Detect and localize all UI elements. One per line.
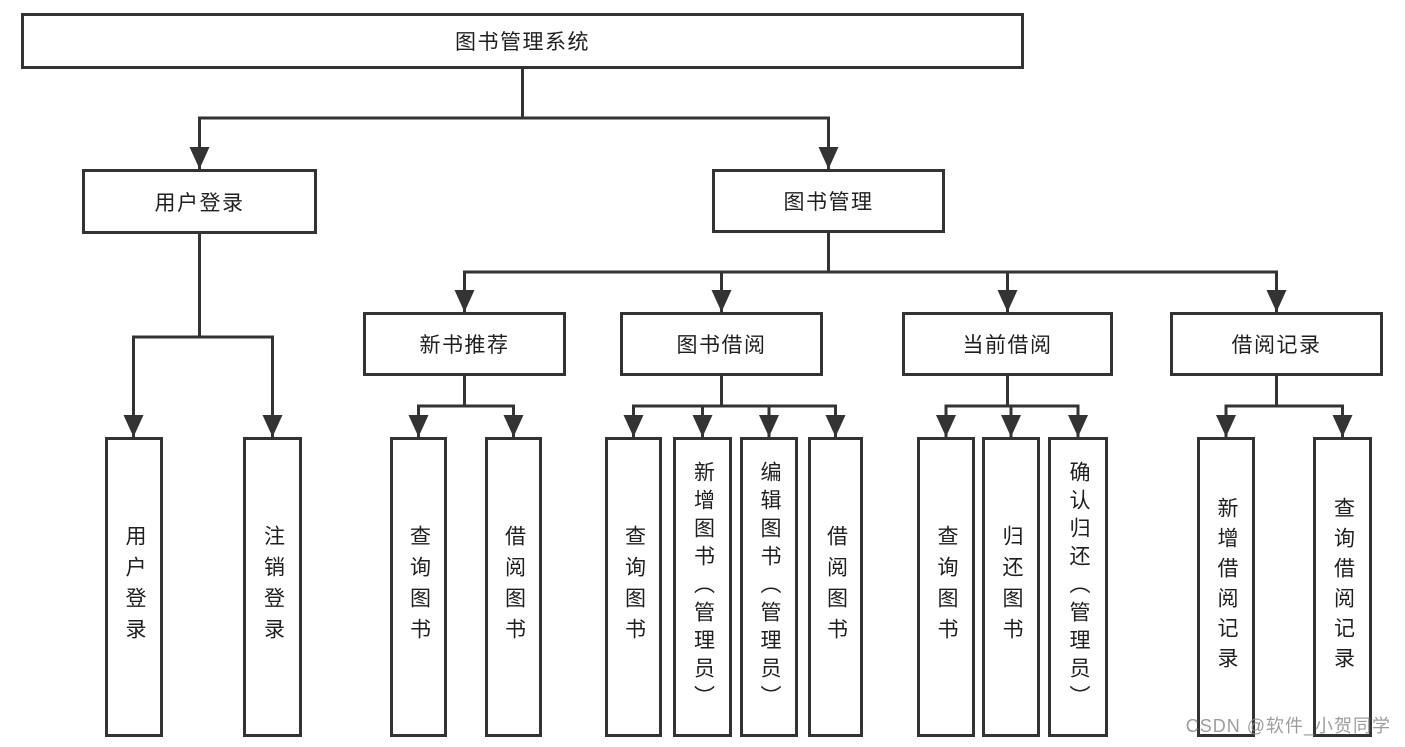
connector-book-management-fork [454,231,1287,313]
leaf-records-add-record: 新增借阅记录 [1197,437,1255,737]
node-current-borrowing: 当前借阅 [902,312,1113,376]
node-borrowing-records: 借阅记录 [1170,312,1383,376]
connector-book-borrowing-fork [623,374,846,438]
leaf-label: 新增借阅记录 [1215,497,1238,677]
connector-current-borrowing-fork [936,374,1088,438]
leaf-label: 编辑图书（管理员） [758,461,781,713]
leaf-user-login: 用户登录 [105,437,163,737]
node-label: 新书推荐 [419,334,510,357]
csdn-watermark: CSDN @软件_小贺同学 [1185,716,1391,736]
node-root-system: 图书管理系统 [21,13,1024,69]
node-book-management: 图书管理 [712,169,945,233]
leaf-label: 查询图书 [622,525,646,649]
leaf-label: 新增图书（管理员） [691,461,715,713]
connector-new-book-fork [408,374,524,438]
leaf-borrowing-add-books-admin: 新增图书（管理员） [673,437,732,737]
leaf-current-confirm-return-admin: 确认归还（管理员） [1048,437,1108,737]
connector-user-login-fork [123,232,283,438]
leaf-current-return-books: 归还图书 [982,437,1040,737]
node-new-book-recommend: 新书推荐 [363,312,566,376]
node-label: 借阅记录 [1231,334,1322,357]
leaf-records-query-record: 查询借阅记录 [1313,437,1372,737]
node-label: 用户登录 [154,191,245,215]
leaf-borrowing-query-books: 查询图书 [605,437,662,737]
leaf-label: 注销登录 [261,525,285,649]
leaf-current-query-books: 查询图书 [917,437,975,737]
leaf-label: 查询借阅记录 [1331,497,1355,677]
node-user-login: 用户登录 [82,169,317,234]
leaf-label: 归还图书 [1000,525,1023,649]
node-book-borrowing: 图书借阅 [620,312,823,376]
node-label: 图书管理系统 [455,31,590,54]
node-label: 图书管理 [783,191,874,214]
leaf-borrowing-borrow-books: 借阅图书 [808,437,863,737]
leaf-label: 查询图书 [935,525,958,649]
leaf-borrowing-edit-books-admin: 编辑图书（管理员） [740,437,798,737]
leaf-logout: 注销登录 [243,437,302,737]
leaf-label: 确认归还（管理员） [1067,461,1090,713]
connector-root-to-level2 [189,67,839,170]
leaf-label: 借阅图书 [824,525,848,649]
node-label: 当前借阅 [962,334,1053,357]
leaf-label: 借阅图书 [502,525,526,649]
leaf-label: 用户登录 [123,525,146,649]
node-label: 图书借阅 [676,334,767,357]
leaf-newbook-query-books: 查询图书 [390,437,447,737]
leaf-newbook-borrow-books: 借阅图书 [485,437,542,737]
connector-borrowing-records-fork [1216,374,1353,438]
leaf-label: 查询图书 [407,525,431,649]
